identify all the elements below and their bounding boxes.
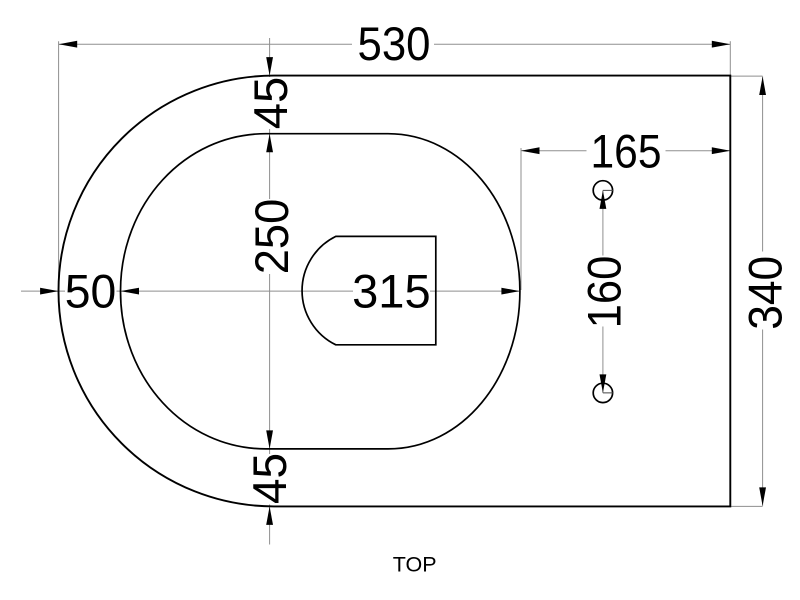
svg-text:165: 165 bbox=[591, 126, 662, 179]
svg-text:530: 530 bbox=[358, 18, 431, 71]
svg-text:50: 50 bbox=[65, 266, 117, 319]
svg-text:TOP: TOP bbox=[393, 553, 437, 577]
svg-text:250: 250 bbox=[246, 199, 299, 275]
svg-text:45: 45 bbox=[244, 453, 297, 504]
svg-text:160: 160 bbox=[578, 256, 631, 329]
svg-text:45: 45 bbox=[245, 77, 298, 130]
svg-text:315: 315 bbox=[352, 266, 431, 319]
svg-text:340: 340 bbox=[740, 256, 793, 330]
